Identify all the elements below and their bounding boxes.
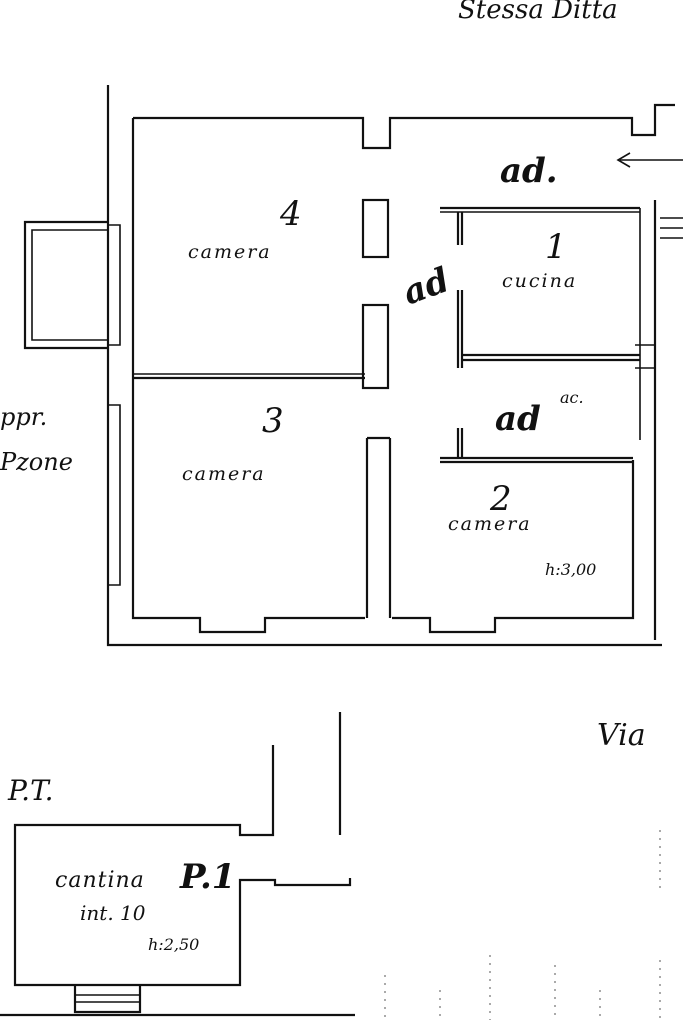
street-label: Via <box>597 718 646 753</box>
cellar-height: h:2,50 <box>148 935 199 954</box>
left-note-line-2: Pzone <box>0 448 73 476</box>
balcony <box>23 220 108 350</box>
bath-superscript: ac. <box>560 388 584 407</box>
left-windows <box>108 224 121 586</box>
floor-label: P.T. <box>7 774 54 807</box>
entrance-arrow-icon <box>616 152 683 168</box>
room-3: 3 camera <box>182 401 284 485</box>
bath-label: ad <box>495 399 541 439</box>
cellar-room: cantina int. 10 h:2,50 P.1 <box>55 857 235 954</box>
header-text: Stessa Ditta <box>458 0 618 25</box>
room-2-number: 2 <box>489 479 512 519</box>
room-1: 1 cucina <box>502 227 577 292</box>
room-1-name: cucina <box>502 270 577 292</box>
left-note-line-1: ppr. <box>0 403 47 431</box>
interior-walls <box>133 198 655 618</box>
cellar-name: cantina <box>55 868 145 893</box>
upper-height: h:3,00 <box>545 560 596 579</box>
apartment-outer-walls <box>106 85 683 647</box>
room-4-name: camera <box>188 241 272 263</box>
cellar-unit: int. 10 <box>80 901 146 925</box>
room-2-name: camera <box>448 513 532 535</box>
room-4: 4 camera <box>188 194 302 263</box>
room-1-number: 1 <box>545 227 567 267</box>
corridor-label-hall: ad <box>398 260 455 313</box>
corridor-label-entry: ad. <box>500 151 558 191</box>
room-3-number: 3 <box>262 401 284 441</box>
room-3-name: camera <box>182 463 266 485</box>
room-2: 2 camera h:3,00 <box>448 479 596 579</box>
room-4-number: 4 <box>279 194 302 234</box>
cellar-tag: P.1 <box>179 857 235 897</box>
cellar-walls <box>0 712 355 1017</box>
street-marks <box>384 830 661 1020</box>
